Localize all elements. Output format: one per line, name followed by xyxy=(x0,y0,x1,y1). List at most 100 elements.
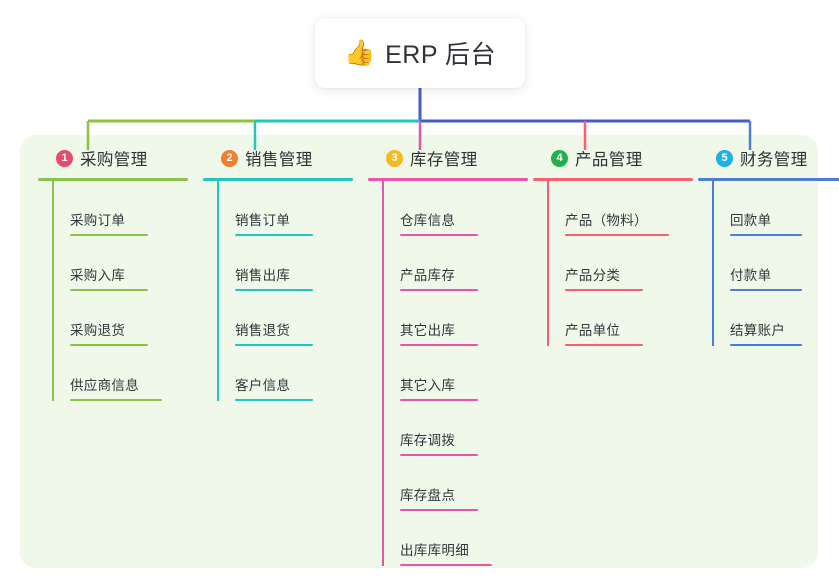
branch-item[interactable]: 结算账户 xyxy=(698,291,839,346)
branch-item-label: 结算账户 xyxy=(730,323,786,339)
branch-item-underline xyxy=(400,344,478,346)
branch-item[interactable]: 销售订单 xyxy=(203,181,353,236)
branch-header-underline xyxy=(38,178,188,181)
branch-item-underline xyxy=(400,234,478,236)
branch-item-label: 付款单 xyxy=(730,268,772,284)
branch-item[interactable]: 其它入库 xyxy=(368,346,528,401)
branch-item[interactable]: 库存调拨 xyxy=(368,401,528,456)
branch-header-4[interactable]: 4 产品管理 xyxy=(533,145,693,171)
branch-item-label: 回款单 xyxy=(730,213,772,229)
branch-item[interactable]: 库存盘点 xyxy=(368,456,528,511)
branch-item-label: 采购退货 xyxy=(70,323,126,339)
branch-title: 销售管理 xyxy=(245,151,313,169)
branch-item-underline xyxy=(565,289,643,291)
branch-item[interactable]: 产品（物料） xyxy=(533,181,693,236)
branch-spine xyxy=(217,181,219,401)
branch-item-label: 产品（物料） xyxy=(565,213,648,229)
branch-item-underline xyxy=(70,344,148,346)
branch-item-label: 产品单位 xyxy=(565,323,621,339)
root-node-title: ERP 后台 xyxy=(385,41,497,69)
branch-item-label: 销售退货 xyxy=(235,323,291,339)
branch-header-underline xyxy=(368,178,528,181)
branch-header-3[interactable]: 3 库存管理 xyxy=(368,145,528,171)
branch-item[interactable]: 产品库存 xyxy=(368,236,528,291)
branch-item-label: 其它入库 xyxy=(400,378,456,394)
branch-number-badge: 4 xyxy=(551,149,568,167)
branch-title: 财务管理 xyxy=(740,151,808,169)
branch-item-underline xyxy=(235,289,313,291)
branch-item[interactable]: 采购退货 xyxy=(38,291,188,346)
branch-item-underline xyxy=(565,234,669,236)
branch-item[interactable]: 采购订单 xyxy=(38,181,188,236)
branch-number-badge: 5 xyxy=(716,149,733,167)
branch-column-2: 2 销售管理销售订单销售出库销售退货客户信息 xyxy=(203,145,353,401)
branch-item-label: 其它出库 xyxy=(400,323,456,339)
branch-item[interactable]: 销售退货 xyxy=(203,291,353,346)
branch-column-5: 5 财务管理回款单付款单结算账户 xyxy=(698,145,839,346)
branch-spine xyxy=(712,181,714,346)
branch-item-label: 库存调拨 xyxy=(400,433,456,449)
branch-item-label: 产品库存 xyxy=(400,268,456,284)
branch-item-underline xyxy=(235,399,313,401)
branch-item-underline xyxy=(730,289,802,291)
branch-item-label: 销售出库 xyxy=(235,268,291,284)
branch-items: 产品（物料） 产品分类产品单位 xyxy=(533,181,693,346)
diagram-background-panel xyxy=(20,135,818,568)
branch-header-underline xyxy=(698,178,839,181)
branch-number-badge: 1 xyxy=(56,149,73,167)
branch-item[interactable]: 客户信息 xyxy=(203,346,353,401)
branch-spine xyxy=(382,181,384,566)
branch-item[interactable]: 出库库明细 xyxy=(368,511,528,566)
branch-item[interactable]: 仓库信息 xyxy=(368,181,528,236)
branch-item[interactable]: 付款单 xyxy=(698,236,839,291)
branch-item-underline xyxy=(400,399,478,401)
branch-item-label: 销售订单 xyxy=(235,213,291,229)
branch-item[interactable]: 其它出库 xyxy=(368,291,528,346)
branch-item-underline xyxy=(565,344,643,346)
branch-item-underline xyxy=(400,509,478,511)
branch-title: 产品管理 xyxy=(575,151,643,169)
branch-item-underline xyxy=(235,234,313,236)
branch-number-badge: 3 xyxy=(386,149,403,167)
branch-item-underline xyxy=(400,289,478,291)
branch-item-underline xyxy=(235,344,313,346)
branch-item-label: 供应商信息 xyxy=(70,378,139,394)
branch-column-4: 4 产品管理产品（物料） 产品分类产品单位 xyxy=(533,145,693,346)
branch-item-underline xyxy=(400,564,492,566)
branch-items: 仓库信息产品库存其它出库其它入库库存调拨库存盘点出库库明细 xyxy=(368,181,528,566)
branch-item-underline xyxy=(70,234,148,236)
branch-item-underline xyxy=(730,234,802,236)
branch-item-label: 客户信息 xyxy=(235,378,291,394)
branch-item-underline xyxy=(70,399,162,401)
branch-item[interactable]: 回款单 xyxy=(698,181,839,236)
branch-column-3: 3 库存管理仓库信息产品库存其它出库其它入库库存调拨库存盘点出库库明细 xyxy=(368,145,528,566)
branch-item[interactable]: 采购入库 xyxy=(38,236,188,291)
branch-item-label: 采购订单 xyxy=(70,213,126,229)
branch-item[interactable]: 供应商信息 xyxy=(38,346,188,401)
branch-spine xyxy=(52,181,54,401)
branch-item[interactable]: 产品单位 xyxy=(533,291,693,346)
branch-item-label: 出库库明细 xyxy=(400,543,469,559)
branch-item-underline xyxy=(70,289,148,291)
branch-item-label: 产品分类 xyxy=(565,268,621,284)
branch-header-underline xyxy=(203,178,353,181)
root-node[interactable]: 👍 ERP 后台 xyxy=(315,18,525,88)
branch-title: 库存管理 xyxy=(410,151,478,169)
branch-header-underline xyxy=(533,178,693,181)
branch-item-underline xyxy=(400,454,478,456)
branch-items: 回款单付款单结算账户 xyxy=(698,181,839,346)
branch-header-5[interactable]: 5 财务管理 xyxy=(698,145,839,171)
branch-number-badge: 2 xyxy=(221,149,238,167)
branch-items: 销售订单销售出库销售退货客户信息 xyxy=(203,181,353,401)
branch-item-label: 采购入库 xyxy=(70,268,126,284)
branch-spine xyxy=(547,181,549,346)
thumbs-up-icon: 👍 xyxy=(343,38,376,67)
branch-header-2[interactable]: 2 销售管理 xyxy=(203,145,353,171)
branch-item-underline xyxy=(730,344,802,346)
branch-item-label: 库存盘点 xyxy=(400,488,456,504)
branch-item[interactable]: 产品分类 xyxy=(533,236,693,291)
branch-item[interactable]: 销售出库 xyxy=(203,236,353,291)
